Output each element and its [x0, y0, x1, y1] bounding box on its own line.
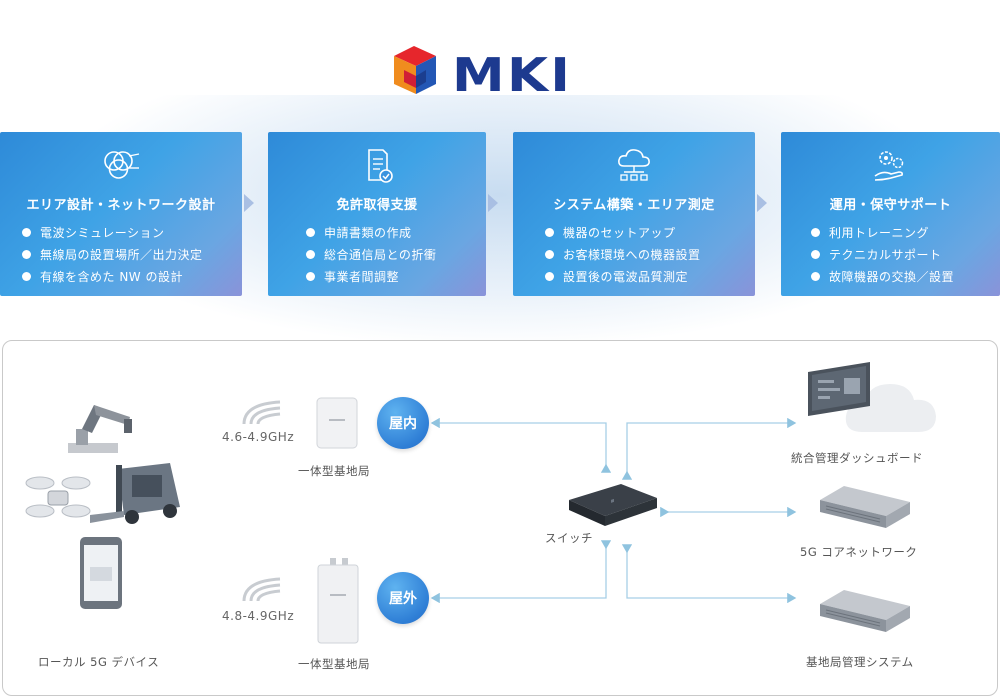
service-title: 運用・保守サポート — [829, 198, 952, 213]
indoor-frequency: 4.6-4.9GHz — [222, 430, 295, 444]
circles-overlap-icon — [104, 151, 140, 179]
service-card-license: 免許取得支援 申請書類の作成 総合通信局との折衝 事業者間調整 — [268, 132, 486, 296]
service-title: エリア設計・ネットワーク設計 — [26, 198, 216, 213]
service-item: 設置後の電波品質測定 — [545, 266, 701, 288]
core-server-icon — [820, 486, 910, 528]
devices-label: ローカル 5G デバイス — [38, 655, 160, 669]
robot-arm-icon — [68, 405, 132, 453]
outdoor-frequency: 4.8-4.9GHz — [222, 609, 295, 623]
service-title: 免許取得支援 — [336, 198, 418, 213]
flow-arrow — [244, 194, 254, 212]
mki-logo: MKI — [390, 44, 570, 106]
service-item: 有線を含めた NW の設計 — [22, 266, 203, 288]
flow-arrow — [757, 194, 767, 212]
service-item: テクニカルサポート — [811, 244, 954, 266]
management-server-icon — [820, 590, 910, 632]
outdoor-station-label: 一体型基地局 — [298, 657, 370, 671]
service-item: 利用トレーニング — [811, 222, 954, 244]
service-title: システム構築・エリア測定 — [553, 198, 715, 213]
service-card-support: 運用・保守サポート 利用トレーニング テクニカルサポート 故障機器の交換／設置 — [781, 132, 1000, 296]
forklift-icon — [90, 463, 180, 524]
switch-label: スイッチ — [545, 531, 593, 545]
network-switch-icon — [569, 484, 657, 526]
dashboard-label: 統合管理ダッシュボード — [791, 451, 923, 465]
wifi-signal-icon — [242, 577, 281, 602]
tablet-icon — [80, 537, 122, 609]
service-item: 機器のセットアップ — [545, 222, 701, 244]
cube-logo-icon — [394, 46, 436, 94]
service-card-system-build: システム構築・エリア測定 機器のセットアップ お客様環境への機器設置 設置後の電… — [513, 132, 755, 296]
hand-gear-icon — [874, 151, 903, 181]
management-label: 基地局管理システム — [806, 655, 914, 669]
indoor-station-label: 一体型基地局 — [298, 464, 370, 478]
dashboard-cloud-icon — [808, 362, 936, 432]
devices-illustration — [25, 405, 180, 609]
flow-arrow — [488, 194, 498, 212]
service-item: 申請書類の作成 — [306, 222, 436, 244]
outdoor-badge: 屋外 — [377, 572, 429, 624]
service-item: 総合通信局との折衝 — [306, 244, 436, 266]
logo-text: MKI — [452, 48, 573, 102]
core-label: 5G コアネットワーク — [800, 545, 918, 559]
service-items: 電波シミュレーション 無線局の設置場所／出力決定 有線を含めた NW の設計 — [22, 222, 203, 288]
indoor-badge: 屋内 — [377, 397, 429, 449]
document-check-icon — [368, 149, 393, 183]
service-items: 機器のセットアップ お客様環境への機器設置 設置後の電波品質測定 — [545, 222, 701, 288]
service-item: 故障機器の交換／設置 — [811, 266, 954, 288]
service-items: 利用トレーニング テクニカルサポート 故障機器の交換／設置 — [811, 222, 954, 288]
outdoor-base-station-icon — [317, 558, 359, 644]
service-item: 無線局の設置場所／出力決定 — [22, 244, 203, 266]
wifi-signal-icon — [242, 400, 281, 425]
service-item: お客様環境への機器設置 — [545, 244, 701, 266]
service-item: 電波シミュレーション — [22, 222, 203, 244]
service-card-area-design: エリア設計・ネットワーク設計 電波シミュレーション 無線局の設置場所／出力決定 … — [0, 132, 242, 296]
service-item: 事業者間調整 — [306, 266, 436, 288]
cloud-network-icon — [618, 149, 650, 181]
drone-icon — [25, 476, 91, 518]
indoor-base-station-icon — [316, 397, 358, 449]
service-items: 申請書類の作成 総合通信局との折衝 事業者間調整 — [306, 222, 436, 288]
